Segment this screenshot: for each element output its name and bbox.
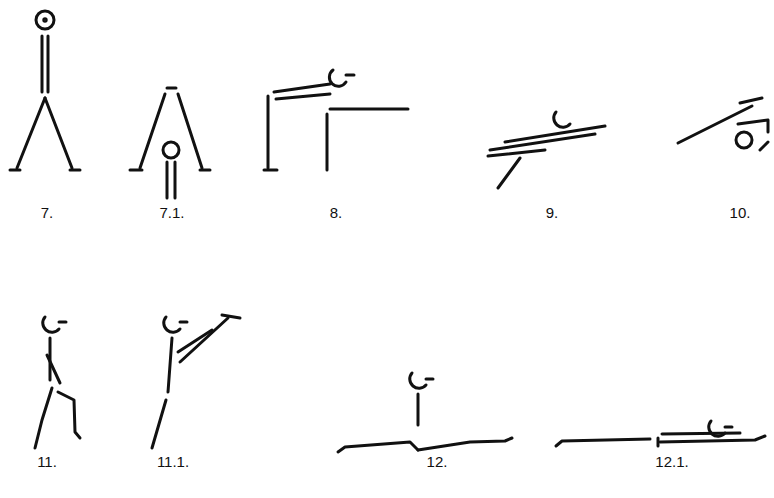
head xyxy=(163,142,179,158)
arm xyxy=(738,120,768,132)
leg xyxy=(178,94,202,168)
leg xyxy=(267,96,270,168)
leg xyxy=(35,388,52,448)
nose xyxy=(180,321,187,324)
torso xyxy=(662,433,740,434)
nose xyxy=(725,426,732,429)
head xyxy=(736,132,752,148)
foot xyxy=(200,169,210,172)
head xyxy=(329,70,346,86)
figure-standing xyxy=(10,11,80,170)
figure-number: 11.1. xyxy=(157,453,189,470)
arm xyxy=(174,162,177,198)
figure-split-lying xyxy=(556,421,765,446)
figure-lunge-stretch xyxy=(488,112,605,188)
foot xyxy=(10,169,20,172)
nose xyxy=(59,321,66,324)
head xyxy=(43,317,59,332)
figure-diagonal-stretch xyxy=(678,98,768,150)
figure-number: 7. xyxy=(41,204,54,221)
arm xyxy=(330,108,408,111)
leg xyxy=(326,114,329,170)
nose xyxy=(426,378,433,381)
torso xyxy=(168,338,172,392)
figure-split-sitting xyxy=(338,373,512,452)
figure-forward-fold xyxy=(130,88,210,198)
arm xyxy=(41,36,44,92)
torso xyxy=(417,394,420,425)
arm xyxy=(166,162,169,198)
leg xyxy=(488,150,545,156)
leg xyxy=(498,158,520,188)
nose xyxy=(346,74,354,77)
torso xyxy=(274,84,330,92)
head xyxy=(554,112,570,127)
hip xyxy=(167,87,176,90)
leg xyxy=(418,438,512,450)
foot xyxy=(264,169,277,172)
leg xyxy=(152,400,166,448)
leg xyxy=(45,98,72,168)
arm xyxy=(740,98,762,103)
torso xyxy=(490,134,595,150)
figure-number: 12.1. xyxy=(655,453,688,470)
figure-number: 9. xyxy=(546,204,559,221)
figure-number: 7.1. xyxy=(159,204,184,221)
leg xyxy=(338,442,418,452)
leg xyxy=(180,318,228,362)
leg xyxy=(17,98,45,168)
leg xyxy=(58,392,80,438)
figure-number: 10. xyxy=(730,204,751,221)
head-dot xyxy=(44,19,46,21)
arm xyxy=(276,94,330,99)
arm xyxy=(47,355,60,383)
head xyxy=(36,11,54,29)
leg xyxy=(140,94,165,168)
hand xyxy=(760,142,768,150)
leg xyxy=(556,439,650,446)
figure-number: 8. xyxy=(330,204,343,221)
arm xyxy=(47,36,50,92)
figure-leg-kick xyxy=(152,315,240,448)
foot xyxy=(70,169,80,172)
head xyxy=(709,421,725,436)
foot xyxy=(130,169,142,172)
figure-number: 12. xyxy=(427,453,448,470)
foot xyxy=(222,315,240,318)
head xyxy=(410,373,426,388)
figure-walking xyxy=(35,317,80,448)
figure-number: 11. xyxy=(37,453,57,470)
figure-table-stretch xyxy=(264,70,408,170)
head xyxy=(164,317,180,332)
leg xyxy=(660,436,765,442)
